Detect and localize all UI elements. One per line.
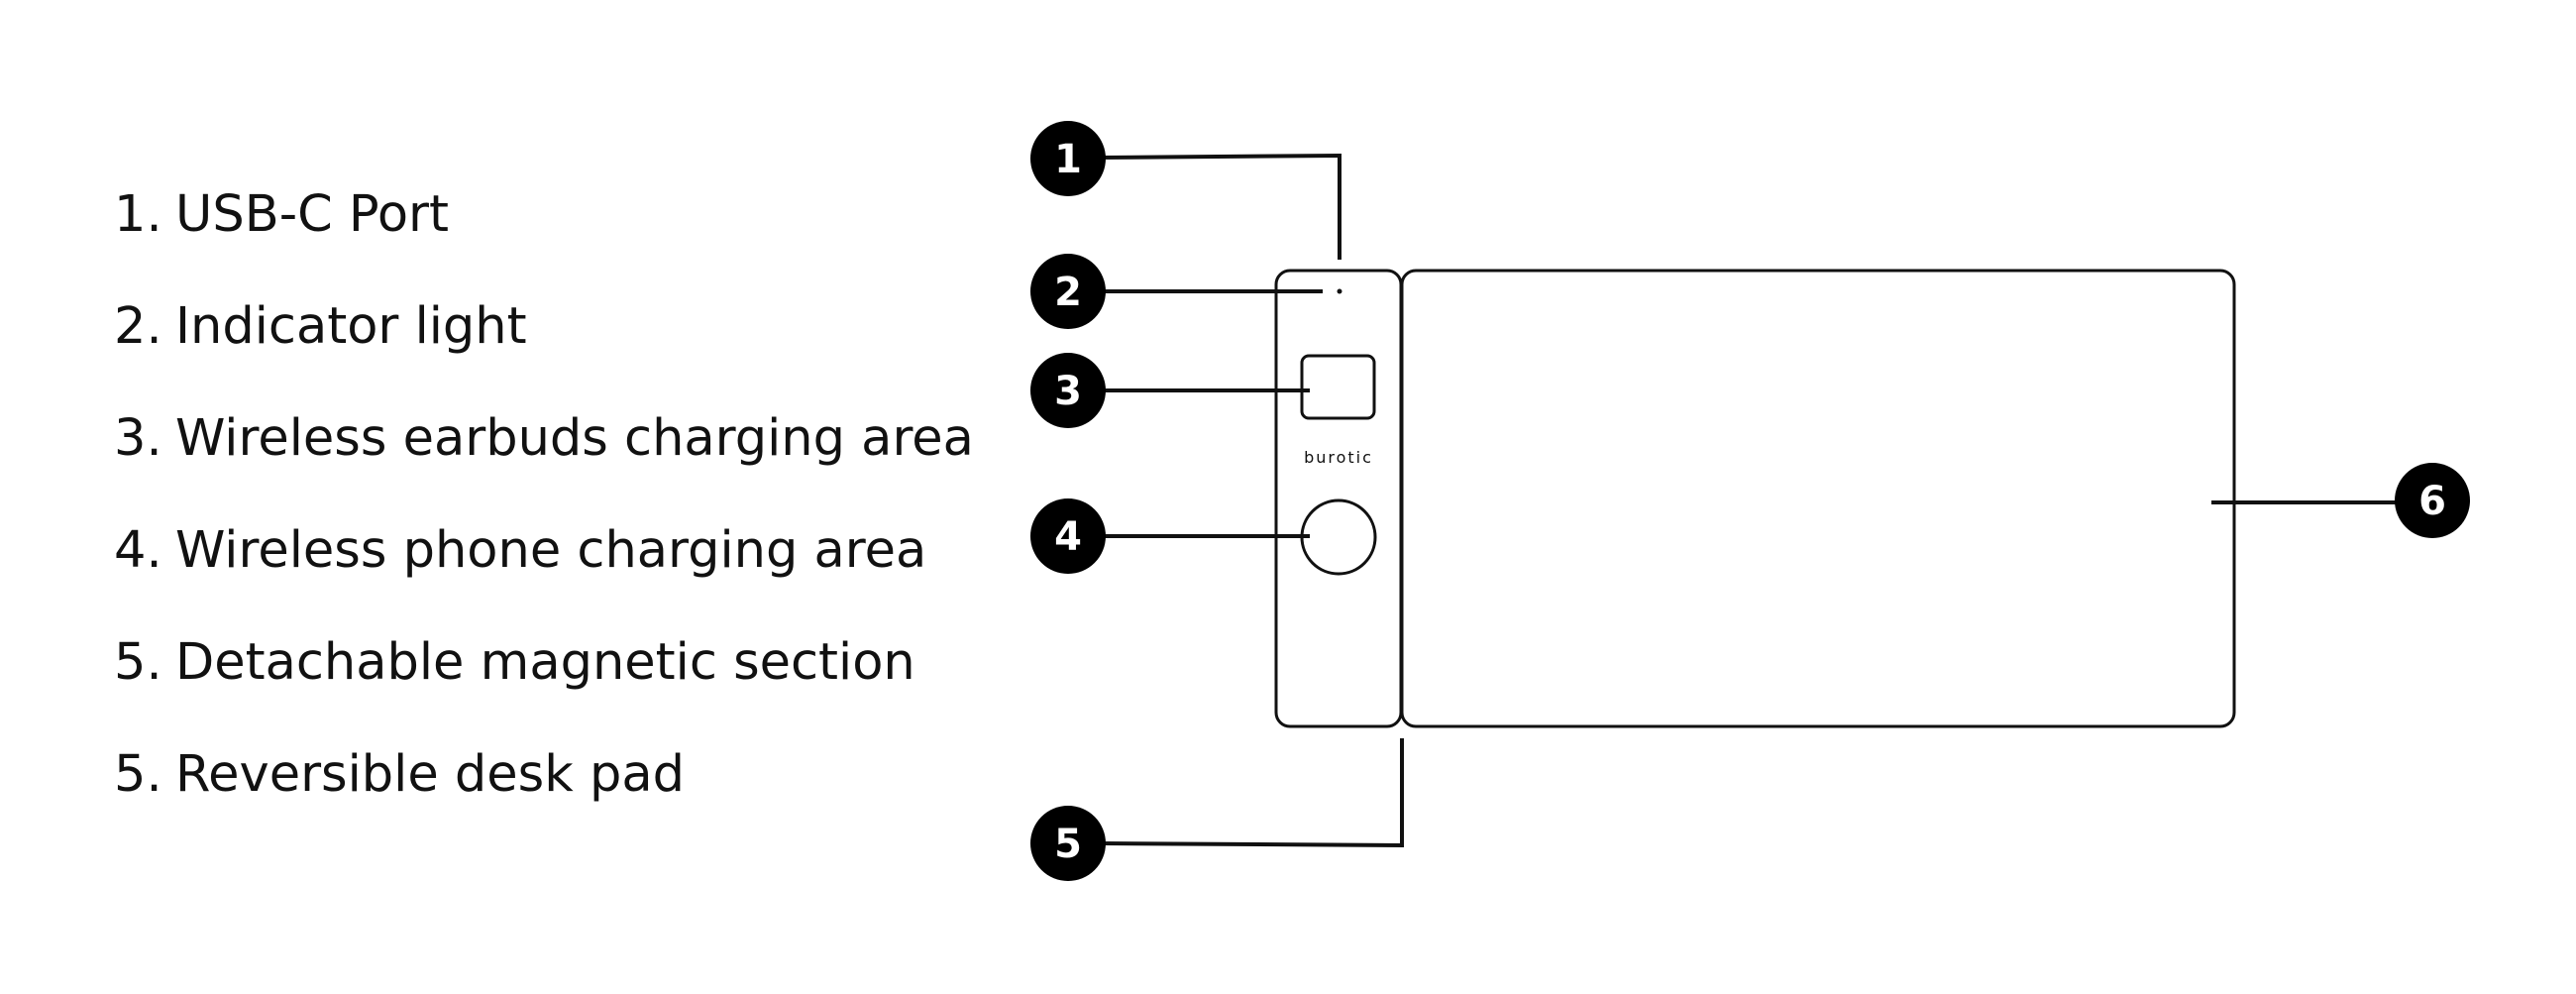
callout-badge-3: 3 xyxy=(1030,353,1106,428)
callout-circle xyxy=(1030,254,1106,329)
earbuds-charging-area xyxy=(1300,354,1376,420)
legend-item-usb-c-port: 1.USB-C Port xyxy=(114,178,974,290)
brand-logo: burotic xyxy=(1304,448,1373,467)
callout-badge-5: 5 xyxy=(1030,806,1106,881)
legend-item-label: Detachable magnetic section xyxy=(175,633,915,692)
callout-badge-2: 2 xyxy=(1030,254,1106,329)
legend-item-desk-pad: 5.Reversible desk pad xyxy=(114,738,974,850)
indicator-light xyxy=(1337,288,1342,294)
phone-charging-area xyxy=(1300,498,1377,576)
legend-item-label: Wireless earbuds charging area xyxy=(175,409,974,468)
callout-circle xyxy=(2395,463,2470,538)
leader-line-5 xyxy=(1099,738,1404,848)
legend-item-label: Wireless phone charging area xyxy=(175,521,927,580)
callout-label: 3 xyxy=(1054,369,1082,414)
callout-badge-6: 6 xyxy=(2395,463,2470,538)
legend-item-label: Reversible desk pad xyxy=(175,745,685,804)
callout-label: 4 xyxy=(1054,514,1082,560)
legend-item-number: 3. xyxy=(114,409,162,468)
detachable-magnetic-section xyxy=(1274,269,1403,728)
callout-label: 6 xyxy=(2418,479,2446,524)
callout-circle xyxy=(1030,353,1106,428)
legend-item-number: 4. xyxy=(114,521,162,580)
callout-label: 2 xyxy=(1054,270,1082,315)
legend-item-phone-charging: 4.Wireless phone charging area xyxy=(114,514,974,626)
legend-item-number: 5. xyxy=(114,745,162,804)
legend-item-number: 1. xyxy=(114,185,162,244)
callout-badge-4: 4 xyxy=(1030,498,1106,574)
reversible-desk-pad xyxy=(1400,269,2236,728)
callout-badge-1: 1 xyxy=(1030,121,1106,196)
callout-label: 5 xyxy=(1054,822,1082,867)
callout-label: 1 xyxy=(1054,137,1082,182)
callout-circle xyxy=(1030,498,1106,574)
legend-item-earbuds-charging: 3.Wireless earbuds charging area xyxy=(114,402,974,514)
legend-item-label: Indicator light xyxy=(175,297,527,356)
legend-item-number: 2. xyxy=(114,297,162,356)
legend-item-indicator-light: 2.Indicator light xyxy=(114,290,974,402)
legend-item-number: 5. xyxy=(114,633,162,692)
callout-circle xyxy=(1030,121,1106,196)
legend-item-label: USB-C Port xyxy=(175,185,450,244)
leader-line-1 xyxy=(1099,153,1342,260)
feature-legend: 1.USB-C Port 2.Indicator light 3.Wireles… xyxy=(114,178,974,850)
legend-item-magnetic-section: 5.Detachable magnetic section xyxy=(114,626,974,738)
callout-circle xyxy=(1030,806,1106,881)
